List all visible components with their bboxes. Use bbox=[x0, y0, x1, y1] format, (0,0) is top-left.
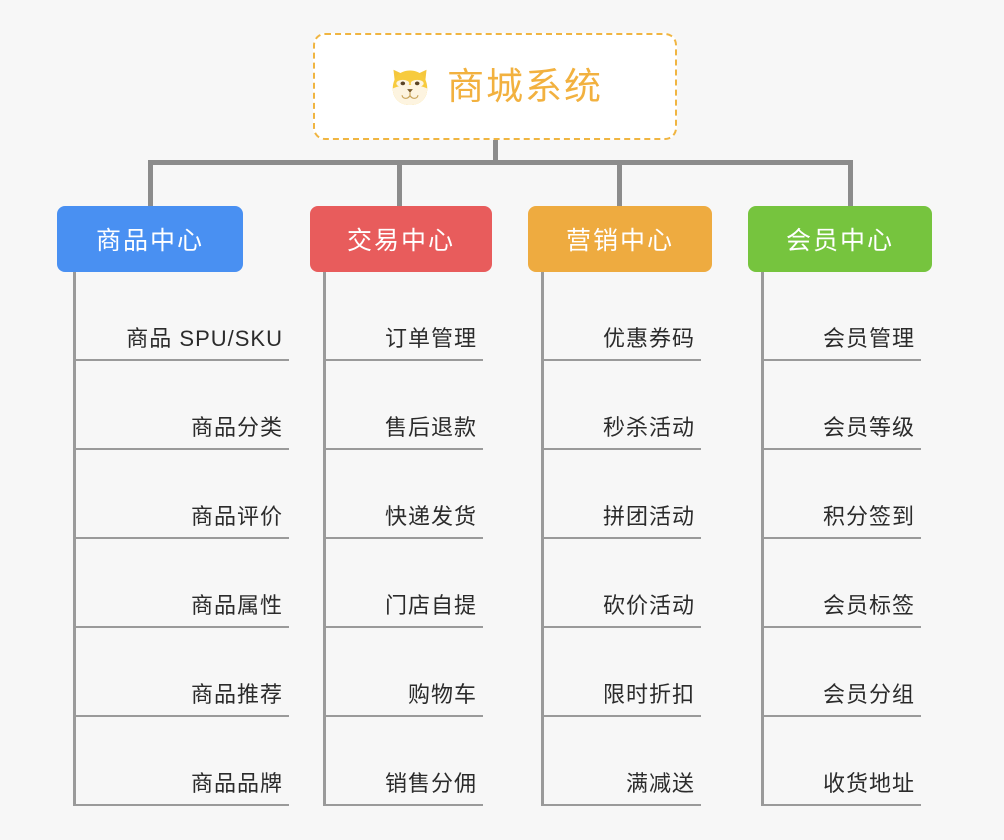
leaf-item-label: 优惠券码 bbox=[602, 326, 695, 351]
leaf-item[interactable]: 订单管理 bbox=[323, 272, 483, 361]
leaf-list-1: 商品 SPU/SKU 商品分类商品评价商品属性商品推荐商品品牌 bbox=[73, 272, 289, 806]
leaf-item-label: 收货地址 bbox=[822, 771, 915, 796]
branch-spine bbox=[323, 272, 326, 806]
leaf-item-label: 会员分组 bbox=[822, 682, 915, 707]
branch-spine bbox=[761, 272, 764, 806]
leaf-item[interactable]: 秒杀活动 bbox=[541, 361, 701, 450]
leaf-item[interactable]: 满减送 bbox=[541, 717, 701, 806]
leaf-item-label: 商品评价 bbox=[190, 504, 283, 529]
shiba-dog-face-icon bbox=[392, 69, 428, 105]
category-label: 会员中心 bbox=[785, 227, 894, 255]
leaf-item-label: 门店自提 bbox=[384, 593, 477, 618]
leaf-item[interactable]: 销售分佣 bbox=[323, 717, 483, 806]
leaf-list-4: 会员管理会员等级积分签到会员标签会员分组收货地址 bbox=[761, 272, 921, 806]
leaf-item-label: 商品 SPU/SKU bbox=[126, 326, 283, 351]
leaf-item[interactable]: 限时折扣 bbox=[541, 628, 701, 717]
leaf-item[interactable]: 商品分类 bbox=[73, 361, 289, 450]
leaf-item[interactable]: 积分签到 bbox=[761, 450, 921, 539]
leaf-list-2: 订单管理售后退款快递发货门店自提购物车销售分佣 bbox=[323, 272, 483, 806]
leaf-item[interactable]: 商品 SPU/SKU bbox=[73, 272, 289, 361]
branch-column-1: 商品中心商品 SPU/SKU 商品分类商品评价商品属性商品推荐商品品牌 bbox=[57, 206, 289, 806]
root-node[interactable]: 商城系统 bbox=[313, 33, 677, 140]
branch-column-2: 交易中心订单管理售后退款快递发货门店自提购物车销售分佣 bbox=[310, 206, 492, 806]
connector-horizontal-bar bbox=[148, 160, 853, 165]
leaf-item[interactable]: 商品评价 bbox=[73, 450, 289, 539]
leaf-item-label: 商品推荐 bbox=[190, 682, 283, 707]
category-box-3[interactable]: 营销中心 bbox=[528, 206, 712, 272]
leaf-item-label: 销售分佣 bbox=[384, 771, 477, 796]
leaf-item[interactable]: 会员管理 bbox=[761, 272, 921, 361]
leaf-item-label: 商品品牌 bbox=[190, 771, 283, 796]
branch-column-3: 营销中心优惠券码秒杀活动拼团活动砍价活动限时折扣满减送 bbox=[528, 206, 712, 806]
branch-spine bbox=[73, 272, 76, 806]
leaf-item-label: 会员等级 bbox=[822, 415, 915, 440]
category-label: 营销中心 bbox=[565, 227, 674, 255]
leaf-item-label: 商品分类 bbox=[190, 415, 283, 440]
category-label: 交易中心 bbox=[346, 227, 455, 255]
leaf-item-label: 拼团活动 bbox=[602, 504, 695, 529]
connector-drop-2 bbox=[397, 163, 402, 206]
leaf-item[interactable]: 快递发货 bbox=[323, 450, 483, 539]
connector-root-stem bbox=[493, 140, 498, 163]
leaf-item[interactable]: 拼团活动 bbox=[541, 450, 701, 539]
category-box-2[interactable]: 交易中心 bbox=[310, 206, 492, 272]
leaf-item-label: 砍价活动 bbox=[602, 593, 695, 618]
leaf-item-label: 售后退款 bbox=[384, 415, 477, 440]
root-title: 商城系统 bbox=[447, 66, 603, 107]
leaf-item-label: 满减送 bbox=[625, 771, 695, 796]
leaf-item[interactable]: 购物车 bbox=[323, 628, 483, 717]
category-label: 商品中心 bbox=[95, 227, 204, 255]
leaf-item[interactable]: 商品推荐 bbox=[73, 628, 289, 717]
leaf-list-3: 优惠券码秒杀活动拼团活动砍价活动限时折扣满减送 bbox=[541, 272, 701, 806]
leaf-item-label: 会员标签 bbox=[822, 593, 915, 618]
leaf-item-label: 购物车 bbox=[407, 682, 477, 707]
leaf-item[interactable]: 会员分组 bbox=[761, 628, 921, 717]
leaf-item[interactable]: 商品品牌 bbox=[73, 717, 289, 806]
leaf-item[interactable]: 会员等级 bbox=[761, 361, 921, 450]
category-box-4[interactable]: 会员中心 bbox=[748, 206, 932, 272]
leaf-item[interactable]: 商品属性 bbox=[73, 539, 289, 628]
leaf-item-label: 限时折扣 bbox=[602, 682, 695, 707]
leaf-item-label: 会员管理 bbox=[822, 326, 915, 351]
leaf-item[interactable]: 会员标签 bbox=[761, 539, 921, 628]
branch-column-4: 会员中心会员管理会员等级积分签到会员标签会员分组收货地址 bbox=[748, 206, 932, 806]
leaf-item[interactable]: 砍价活动 bbox=[541, 539, 701, 628]
leaf-item-label: 积分签到 bbox=[822, 504, 915, 529]
leaf-item-label: 订单管理 bbox=[384, 326, 477, 351]
connector-drop-3 bbox=[617, 163, 622, 206]
leaf-item-label: 商品属性 bbox=[190, 593, 283, 618]
branch-spine bbox=[541, 272, 544, 806]
leaf-item[interactable]: 收货地址 bbox=[761, 717, 921, 806]
leaf-item[interactable]: 门店自提 bbox=[323, 539, 483, 628]
leaf-item[interactable]: 售后退款 bbox=[323, 361, 483, 450]
category-box-1[interactable]: 商品中心 bbox=[57, 206, 243, 272]
leaf-item-label: 秒杀活动 bbox=[602, 415, 695, 440]
leaf-item[interactable]: 优惠券码 bbox=[541, 272, 701, 361]
connector-drop-1 bbox=[148, 163, 153, 206]
connector-drop-4 bbox=[848, 163, 853, 206]
leaf-item-label: 快递发货 bbox=[384, 504, 477, 529]
